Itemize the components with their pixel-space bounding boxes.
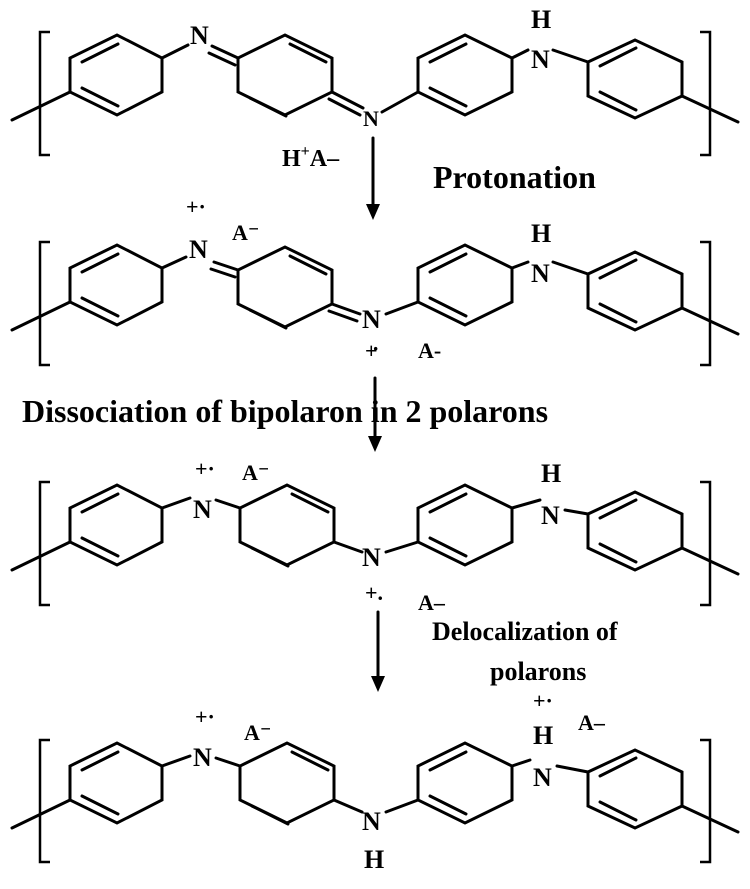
imine-nitrogen: N [362,305,381,334]
dissociation-label: Dissociation of bipolaron in 2 polarons [22,393,548,429]
radical-cation: +· [186,194,206,219]
amine-nitrogen: N [193,743,212,772]
benzene-ring [238,741,336,826]
amine-hydrogen: H [531,219,551,248]
benzene-ring [416,483,514,567]
bipolaron-structure: +· N A⁻ N · + A- H N [10,194,740,367]
delocalized-polarons-structure: +· N A⁻ N H +· H N A– [10,688,740,874]
amine-nitrogen: N [531,259,550,288]
left-bracket [38,480,50,607]
left-bracket [38,738,50,864]
benzene-ring [416,33,514,117]
amine-hydrogen: H [541,459,561,488]
amine-hydrogen: H [531,5,551,34]
amine-nitrogen: N [362,807,381,836]
benzene-ring [416,243,514,327]
acid-reagent-label: H+A– [282,143,340,172]
counter-anion: A– [418,590,446,615]
counter-anion: A- [418,338,441,363]
quinoid-ring [236,33,334,118]
imine-nitrogen: N [189,235,208,264]
benzene-ring [416,741,514,825]
left-bracket [38,30,50,157]
benzene-ring [68,243,164,327]
chain-bond [510,48,530,60]
reaction-arrow [368,376,382,452]
benzene-ring [586,38,684,120]
left-bracket [38,240,50,367]
right-bracket [700,738,712,864]
counter-anion: A⁻ [232,220,260,245]
chain-bond [380,90,420,114]
radical-cation: +· [195,456,215,481]
amine-nitrogen: N [193,495,212,524]
chain-bond [160,43,190,60]
radical-cation: +· [533,688,553,713]
amine-nitrogen: N [531,45,550,74]
amine-nitrogen: N [541,501,560,530]
amine-hydrogen: H [364,845,384,874]
delocalization-label-line2: polarons [490,657,586,686]
radical-cation: +· [195,704,215,729]
counter-anion: A⁻ [242,460,270,485]
double-bond [327,97,362,117]
reaction-arrow [366,136,380,220]
amine-hydrogen: H [533,721,553,750]
counter-anion: A⁻ [244,720,272,745]
protonation-label: Protonation [433,159,596,195]
reaction-arrow [371,610,385,692]
benzene-ring [68,741,164,825]
quinoid-ring [236,245,334,330]
double-bond [210,44,240,60]
benzene-ring [68,33,164,117]
chain-bond [10,90,72,122]
right-bracket [700,30,712,157]
delocalization-label-line1: Delocalization of [432,617,618,646]
chain-bond [680,94,740,124]
double-bond [330,90,365,110]
benzene-ring [586,250,684,332]
benzene-ring [68,483,164,567]
imine-nitrogen: N [363,106,379,131]
chain-bond [551,48,590,64]
cation-charge: + [365,338,378,363]
double-bond [207,51,237,67]
counter-anion: A– [578,710,606,735]
cation-charge: · [372,336,379,361]
radical-cation: +. [365,580,383,605]
imine-nitrogen: N [190,21,209,50]
right-bracket [700,240,712,367]
benzene-ring [586,490,684,572]
benzene-ring [586,748,684,830]
amine-nitrogen: N [362,543,381,572]
benzene-ring [238,483,336,568]
amine-nitrogen: N [533,763,552,792]
emeraldine-base-structure: N N H N [10,5,740,157]
polaron-pair-structure: +· N A⁻ N +. A– H N [10,456,740,615]
right-bracket [700,480,712,607]
